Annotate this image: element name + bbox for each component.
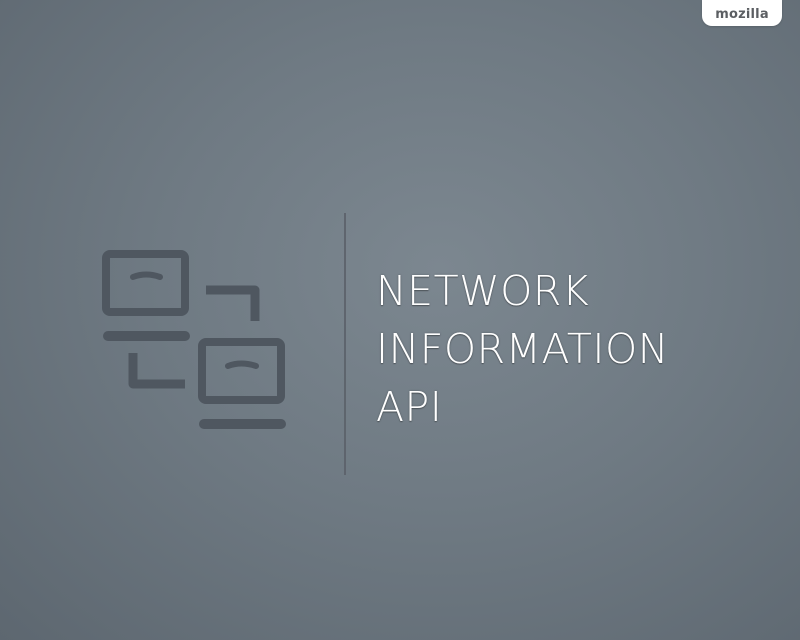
network-computers-icon	[102, 250, 286, 429]
slide-title: NETWORK INFORMATION API	[376, 262, 669, 436]
slide-title-line-1: NETWORK	[376, 267, 590, 315]
slide-title-line-3: API	[376, 383, 443, 431]
mozilla-logo-tab[interactable]: mozilla	[702, 0, 782, 26]
vertical-divider	[344, 213, 346, 475]
slide-title-line-2: INFORMATION	[376, 325, 669, 373]
mozilla-logo-text: mozilla	[715, 6, 769, 22]
